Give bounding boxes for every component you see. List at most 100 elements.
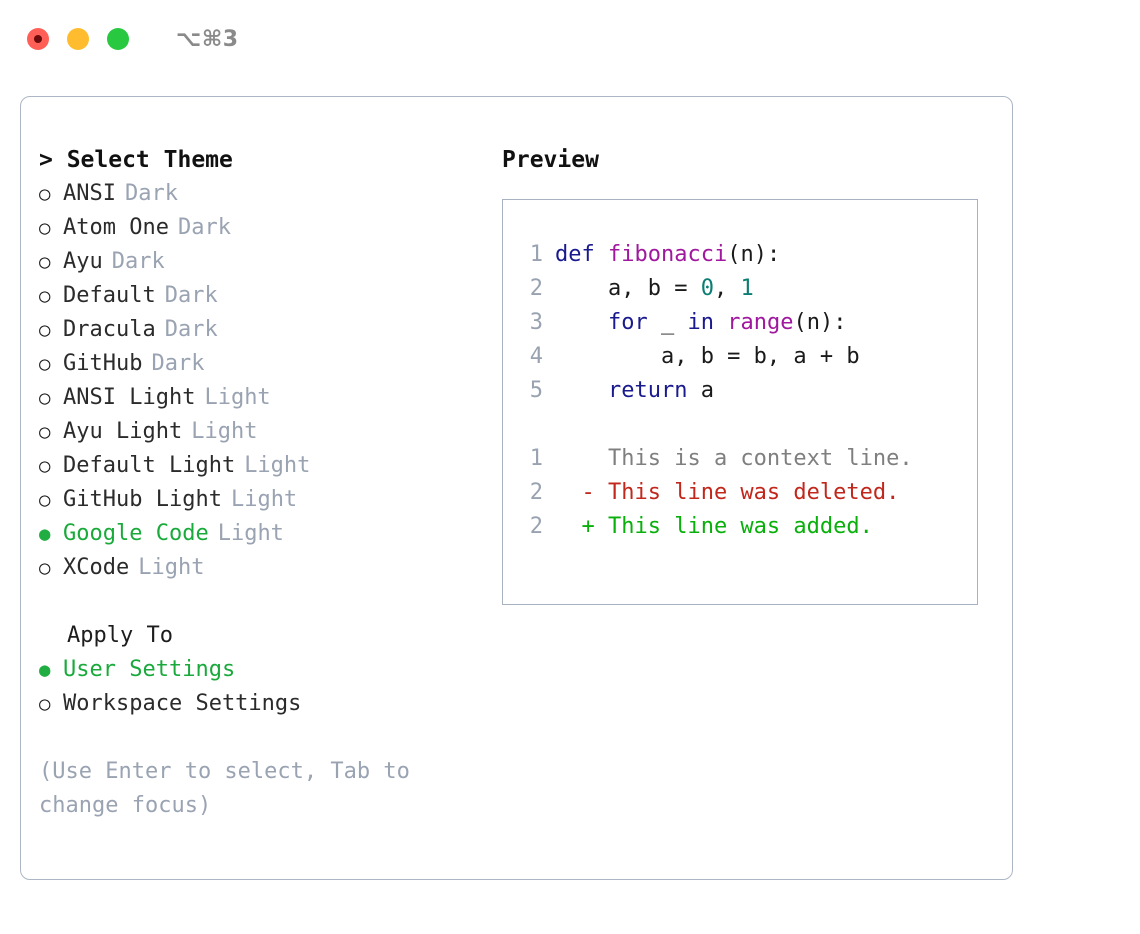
section-spacer bbox=[39, 585, 479, 619]
minimize-button[interactable] bbox=[67, 28, 89, 50]
radio-selected-icon: ● bbox=[39, 523, 51, 545]
theme-variant-tag: Light bbox=[217, 521, 284, 546]
diff-line-number: 2 bbox=[529, 514, 543, 539]
diff-line-text: + This line was added. bbox=[555, 514, 873, 539]
code-token-fn: range bbox=[727, 310, 794, 335]
apply-to-option-workspace-settings[interactable]: ○Workspace Settings bbox=[39, 687, 479, 721]
select-theme-heading: > Select Theme bbox=[39, 147, 233, 173]
diff-spacer bbox=[503, 408, 977, 442]
code-token-pl: a bbox=[687, 378, 714, 403]
code-token-pl: a, b = b, a + b bbox=[555, 344, 860, 369]
keyboard-hint-text: (Use Enter to select, Tab to change focu… bbox=[39, 759, 410, 818]
theme-option-google-code[interactable]: ● Google Code Light bbox=[39, 517, 479, 551]
theme-option-label: GitHub bbox=[63, 351, 143, 376]
theme-variant-tag: Light bbox=[244, 453, 311, 478]
code-token-pl: , bbox=[713, 276, 741, 301]
code-line-number: 5 bbox=[529, 378, 543, 403]
code-line-text: a, b = b, a + b bbox=[555, 340, 860, 374]
code-line: 4 a, b = b, a + b bbox=[503, 340, 977, 374]
apply-to-option-label: User Settings bbox=[63, 657, 236, 682]
radio-unselected-icon: ○ bbox=[39, 455, 51, 477]
code-line-number: 2 bbox=[529, 276, 543, 301]
code-token-pl: (n): bbox=[727, 242, 781, 267]
code-line: 3 for _ in range(n): bbox=[503, 306, 977, 340]
theme-option-label: ANSI bbox=[63, 181, 116, 206]
radio-unselected-icon: ○ bbox=[39, 387, 51, 409]
code-token-fn: fibonacci bbox=[607, 242, 728, 267]
theme-variant-tag: Light bbox=[191, 419, 258, 444]
diff-line-text: - This line was deleted. bbox=[555, 480, 900, 505]
code-line-number: 1 bbox=[529, 242, 543, 267]
radio-unselected-icon: ○ bbox=[39, 489, 51, 511]
code-token-pl: a, b = bbox=[555, 276, 701, 301]
code-line: 2 a, b = 0, 1 bbox=[503, 272, 977, 306]
theme-option-ayu[interactable]: ○ Ayu Dark bbox=[39, 245, 479, 279]
code-token-kw: in bbox=[687, 310, 714, 335]
close-button[interactable] bbox=[27, 28, 49, 50]
theme-option-default-light[interactable]: ○ Default Light Light bbox=[39, 449, 479, 483]
keyboard-shortcut-label: ⌥⌘3 bbox=[176, 26, 239, 52]
radio-unselected-icon: ○ bbox=[39, 557, 51, 579]
radio-unselected-icon: ○ bbox=[39, 217, 51, 239]
code-line-number: 4 bbox=[529, 344, 543, 369]
code-token-pl bbox=[555, 378, 608, 403]
code-line-number: 3 bbox=[529, 310, 543, 335]
theme-option-label: Google Code bbox=[63, 521, 209, 546]
code-token-kw: def bbox=[555, 242, 608, 267]
radio-unselected-icon: ○ bbox=[39, 251, 51, 273]
theme-option-label: ANSI Light bbox=[63, 385, 196, 410]
theme-variant-tag: Dark bbox=[164, 283, 218, 308]
maximize-button[interactable] bbox=[107, 28, 129, 50]
diff-line-number: 2 bbox=[529, 480, 543, 505]
diff-line-deleted: 2 - This line was deleted. bbox=[503, 476, 977, 510]
diff-line-text: This is a context line. bbox=[555, 446, 913, 471]
theme-variant-tag: Light bbox=[204, 385, 271, 410]
theme-option-label: Default bbox=[63, 283, 156, 308]
code-line-text: def fibonacci(n): bbox=[555, 238, 780, 272]
theme-option-github-light[interactable]: ○ GitHub Light Light bbox=[39, 483, 479, 517]
theme-option-label: Default Light bbox=[63, 453, 236, 478]
traffic-light-buttons bbox=[27, 28, 129, 50]
theme-option-label: Ayu Light bbox=[63, 419, 183, 444]
theme-option-label: Dracula bbox=[63, 317, 156, 342]
code-token-kw: for bbox=[607, 310, 648, 335]
theme-option-ayu-light[interactable]: ○ Ayu Light Light bbox=[39, 415, 479, 449]
theme-variant-tag: Dark bbox=[177, 215, 231, 240]
theme-variant-tag: Dark bbox=[111, 249, 165, 274]
radio-unselected-icon: ○ bbox=[39, 421, 51, 443]
radio-unselected-icon: ○ bbox=[39, 183, 51, 205]
radio-unselected-icon: ○ bbox=[39, 319, 51, 341]
theme-option-label: GitHub Light bbox=[63, 487, 222, 512]
code-line: 5 return a bbox=[503, 374, 977, 408]
code-token-pl bbox=[555, 310, 608, 335]
radio-unselected-icon: ○ bbox=[39, 353, 51, 375]
diff-line-added: 2 + This line was added. bbox=[503, 510, 977, 544]
theme-variant-tag: Dark bbox=[164, 317, 218, 342]
theme-variant-tag: Light bbox=[230, 487, 298, 512]
theme-option-ansi-light[interactable]: ○ ANSI Light Light bbox=[39, 381, 479, 415]
theme-option-default[interactable]: ○ Default Dark bbox=[39, 279, 479, 313]
radio-selected-icon: ● bbox=[39, 659, 51, 681]
theme-variant-tag: Light bbox=[138, 555, 205, 580]
code-line-text: for _ in range(n): bbox=[555, 306, 846, 340]
apply-to-option-user-settings[interactable]: ● User Settings bbox=[39, 653, 479, 687]
theme-option-label: Ayu bbox=[63, 249, 103, 274]
radio-unselected-icon: ○ bbox=[39, 285, 51, 307]
theme-option-dracula[interactable]: ○ Dracula Dark bbox=[39, 313, 479, 347]
diff-sample: 1 This is a context line. 2 - This line w… bbox=[503, 442, 977, 544]
code-token-pl: (n): bbox=[793, 310, 847, 335]
code-line-text: return a bbox=[555, 374, 714, 408]
code-token-pl: _ bbox=[647, 310, 688, 335]
diff-line-number: 1 bbox=[529, 446, 543, 471]
